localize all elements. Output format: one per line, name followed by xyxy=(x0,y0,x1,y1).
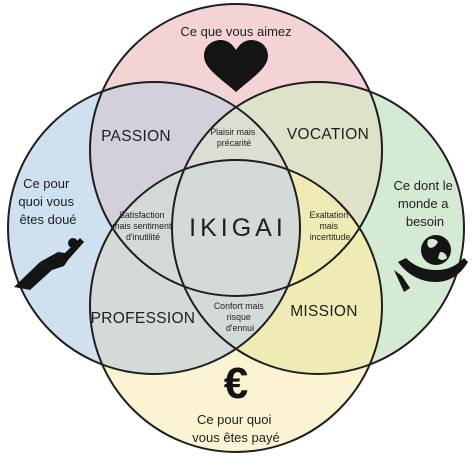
label-bottom-triple: Confort mais risque d'ennui xyxy=(214,301,266,333)
euro-icon: € xyxy=(224,359,248,408)
label-right-triple: Exaltation mais incertitude xyxy=(309,210,350,242)
heart-icon xyxy=(204,40,268,92)
label-left-triple: Satisfaction mais sentiment d'inutilité xyxy=(112,210,174,242)
label-profession: PROFESSION xyxy=(91,310,196,327)
outline-needs xyxy=(171,81,465,375)
outline-love xyxy=(89,3,383,297)
center-title: IKIGAI xyxy=(189,214,287,242)
outline-paid xyxy=(89,159,383,453)
label-passion: PASSION xyxy=(101,128,171,145)
superhero-icon xyxy=(14,238,84,290)
outline-good xyxy=(7,81,301,375)
hand-globe-icon xyxy=(394,235,468,292)
label-good: Ce pour quoi vous êtes doué xyxy=(18,176,77,227)
label-paid: Ce pour quoi vous êtes payé xyxy=(192,412,279,445)
label-needs: Ce dont le monde a besoin xyxy=(394,178,457,229)
label-top-triple: Plaisir mais précarité xyxy=(210,127,257,148)
label-vocation: VOCATION xyxy=(287,126,369,143)
label-mission: MISSION xyxy=(290,303,358,320)
label-love: Ce que vous aimez xyxy=(180,24,291,39)
